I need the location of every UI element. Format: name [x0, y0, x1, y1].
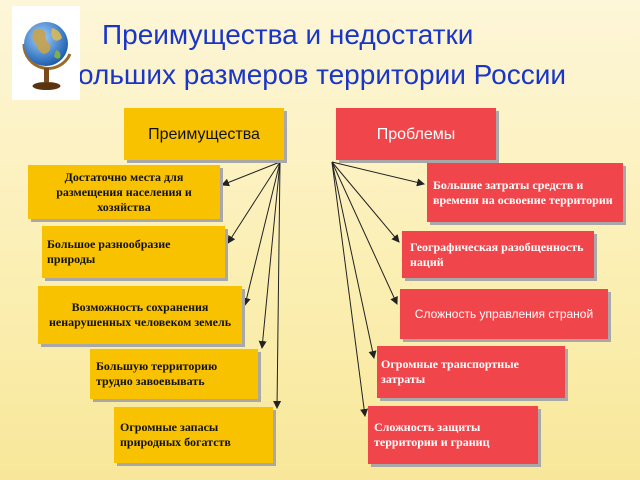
arrow-adv-1 — [221, 161, 281, 187]
problem-box-2: Географическая разобщенность наций — [402, 231, 594, 278]
title-line-2: больших размеров территории России — [62, 59, 566, 90]
arrow-prb-5 — [331, 161, 369, 417]
advantage-box-4: Большую территорию трудно завоевывать — [90, 349, 258, 399]
problem-box-3: Сложность управления страной — [400, 289, 608, 339]
arrow-prb-1 — [331, 161, 425, 187]
advantages-header: Преимущества — [124, 108, 284, 160]
arrow-adv-2 — [227, 161, 281, 244]
arrow-adv-4 — [258, 161, 281, 349]
globe-icon — [12, 6, 80, 100]
advantage-box-1: Достаточно места для размещения населени… — [28, 165, 220, 219]
arrow-adv-5 — [273, 161, 282, 409]
arrow-prb-3 — [331, 161, 398, 305]
arrow-adv-3 — [242, 161, 281, 306]
advantage-box-5: Огромные запасы природных богатств — [114, 407, 273, 463]
arrow-prb-2 — [331, 161, 400, 243]
advantage-box-3: Возможность сохранения ненарушенных чело… — [38, 286, 242, 344]
arrow-prb-4 — [331, 161, 377, 359]
page-title: Преимущества и недостатки больших размер… — [0, 16, 640, 96]
advantage-box-2: Большое разнообразие природы — [42, 226, 225, 278]
problem-box-5: Сложность защиты территории и границ — [368, 406, 538, 464]
problems-header: Проблемы — [336, 108, 496, 160]
problem-box-4: Огромные транспортные затраты — [377, 346, 565, 398]
title-line-1: Преимущества и недостатки — [102, 19, 474, 50]
problem-box-1: Большие затраты средств и времени на осв… — [427, 163, 623, 222]
